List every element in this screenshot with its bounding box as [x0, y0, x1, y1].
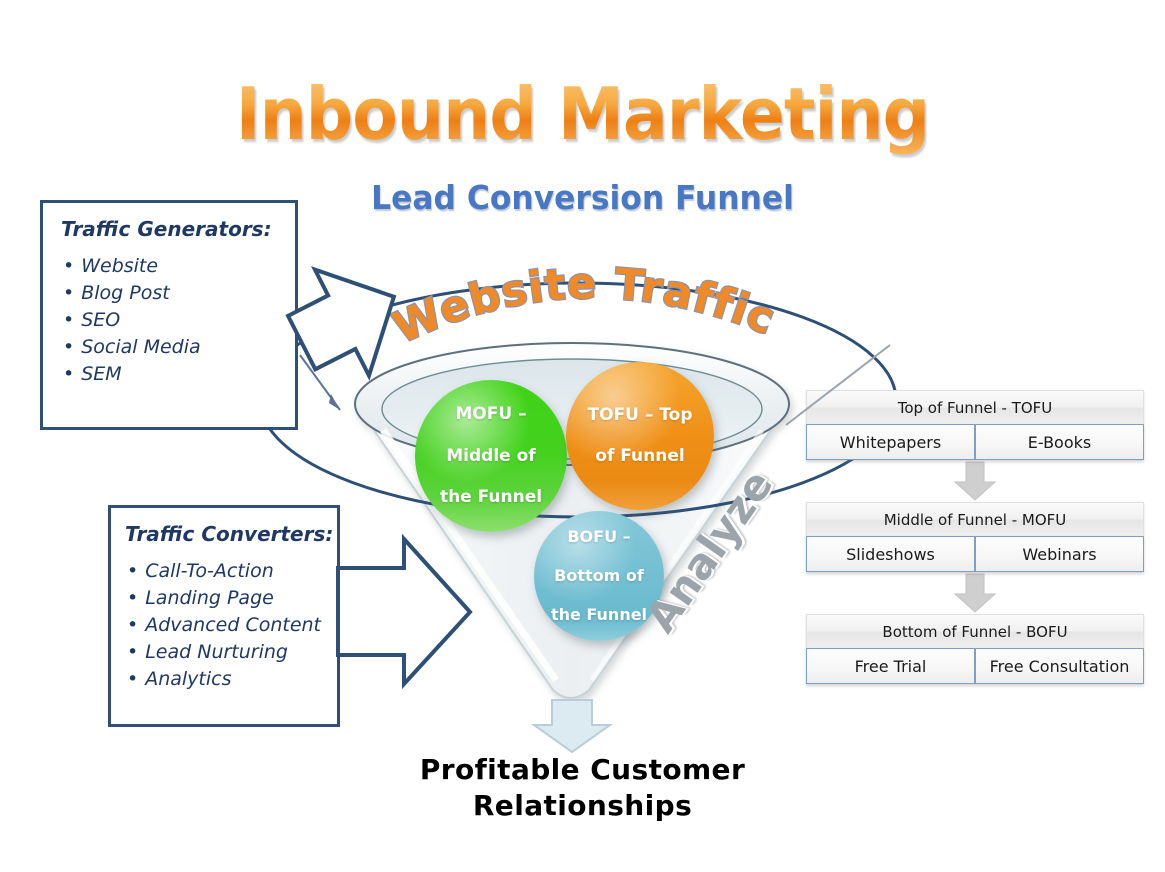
stage-cell-slideshows[interactable]: Slideshows — [806, 536, 975, 572]
sphere-bofu-line2: Bottom of — [554, 566, 644, 586]
stage-cell-whitepapers[interactable]: Whitepapers — [806, 424, 975, 460]
sphere-mofu-line2: Middle of — [446, 445, 536, 466]
outcome-line-1: Profitable Customer — [419, 753, 746, 786]
list-item: Social Media — [63, 334, 295, 361]
list-item: Blog Post — [63, 280, 295, 307]
sphere-bofu-line3: the Funnel — [550, 605, 648, 625]
down-arrow-icon — [953, 573, 997, 613]
traffic-generators-list: Website Blog Post SEO Social Media SEM — [43, 241, 295, 388]
panel-arrow-mofu-to-bofu — [806, 572, 1144, 614]
stage-header-tofu: Top of Funnel - TOFU — [806, 390, 1144, 424]
stage-cell-free-trial[interactable]: Free Trial — [806, 648, 975, 684]
list-item: SEO — [63, 307, 295, 334]
stage-cells-tofu: Whitepapers E-Books — [806, 424, 1144, 460]
sphere-tofu: TOFU – Top of Funnel — [566, 362, 714, 510]
page-title: Inbound Marketing — [47, 72, 1119, 156]
outcome-text: Profitable Customer Relationships — [0, 752, 1165, 824]
list-item: Call-To-Action — [127, 558, 337, 585]
traffic-generators-title: Traffic Generators: — [61, 217, 272, 241]
traffic-converters-block-arrow — [336, 533, 473, 690]
sphere-bofu-line1: BOFU – — [567, 527, 631, 547]
funnel-stage-panel: Top of Funnel - TOFU Whitepapers E-Books… — [806, 390, 1144, 684]
traffic-generators-box: Traffic Generators: Website Blog Post SE… — [40, 200, 298, 430]
list-item: SEM — [63, 361, 295, 388]
panel-arrow-tofu-to-mofu — [806, 460, 1144, 502]
traffic-converters-title: Traffic Converters: — [125, 522, 334, 546]
sphere-mofu-line1: MOFU – — [455, 404, 527, 425]
list-item: Advanced Content — [127, 612, 337, 639]
outcome-line-2: Relationships — [472, 788, 693, 822]
traffic-converters-box: Traffic Converters: Call-To-Action Landi… — [108, 505, 340, 727]
stage-header-bofu: Bottom of Funnel - BOFU — [806, 614, 1144, 648]
stage-group-bofu: Bottom of Funnel - BOFU Free Trial Free … — [806, 614, 1144, 684]
sphere-tofu-line2: of Funnel — [595, 446, 685, 467]
stage-header-mofu: Middle of Funnel - MOFU — [806, 502, 1144, 536]
traffic-converters-list: Call-To-Action Landing Page Advanced Con… — [111, 546, 337, 693]
page-subtitle: Lead Conversion Funnel — [371, 178, 794, 217]
website-traffic-label: Website Traffic — [386, 259, 782, 354]
generators-pointer-arrow — [299, 354, 341, 411]
stage-cell-free-consultation[interactable]: Free Consultation — [975, 648, 1144, 684]
down-arrow-icon — [953, 461, 997, 501]
sphere-mofu-line3: the Funnel — [439, 487, 543, 508]
stage-group-mofu: Middle of Funnel - MOFU Slideshows Webin… — [806, 502, 1144, 572]
stage-cells-mofu: Slideshows Webinars — [806, 536, 1144, 572]
stage-group-tofu: Top of Funnel - TOFU Whitepapers E-Books — [806, 390, 1144, 460]
sphere-mofu: MOFU – Middle of the Funnel — [415, 380, 567, 532]
list-item: Analytics — [127, 666, 337, 693]
stage-cells-bofu: Free Trial Free Consultation — [806, 648, 1144, 684]
outcome-down-arrow — [530, 699, 614, 754]
stage-cell-ebooks[interactable]: E-Books — [975, 424, 1144, 460]
list-item: Website — [63, 253, 295, 280]
sphere-bofu: BOFU – Bottom of the Funnel — [534, 511, 664, 641]
stage-cell-webinars[interactable]: Webinars — [975, 536, 1144, 572]
sphere-tofu-line1: TOFU – Top — [587, 404, 693, 425]
list-item: Landing Page — [127, 585, 337, 612]
list-item: Lead Nurturing — [127, 639, 337, 666]
